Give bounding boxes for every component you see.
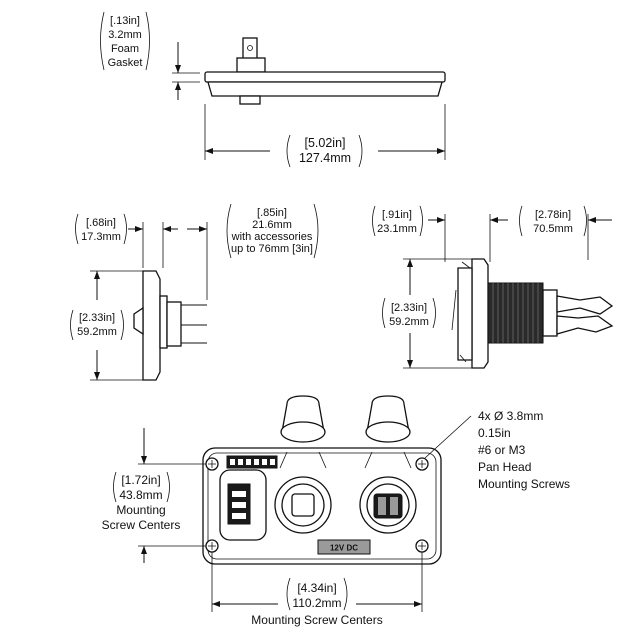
rear-wire-1 — [556, 295, 614, 315]
sh-paren-l — [70, 309, 74, 341]
depth-paren-l — [75, 213, 79, 245]
width-mm: 127.4mm — [299, 151, 351, 165]
voltmeter-digit-1 — [232, 491, 246, 497]
paren-left — [100, 11, 105, 71]
voltmeter-strip-marks — [230, 459, 275, 465]
gasket-name1: Foam — [111, 43, 139, 55]
voltmeter-digit-3 — [232, 513, 246, 519]
vd-paren-r — [166, 471, 170, 503]
fl-mm: 23.1mm — [377, 223, 417, 235]
screw-l2: 0.15in — [478, 426, 511, 440]
socket-contact — [291, 493, 315, 517]
top-view: [.13in] 3.2mm Foam Gasket [5.02in] 127.4… — [100, 11, 446, 168]
acc-paren-l — [226, 203, 232, 259]
acc-note2: up to 76mm [3in] — [231, 243, 313, 255]
sh-paren-r — [120, 309, 124, 341]
fl-in: [.91in] — [382, 209, 412, 221]
hd-paren-l — [286, 577, 291, 611]
acc-note1: with accessories — [231, 231, 313, 243]
fl-paren-r — [419, 205, 423, 237]
usb-port-2 — [390, 497, 398, 515]
terminal-base — [236, 57, 266, 73]
acc-mm: 21.6mm — [252, 219, 292, 231]
socket-cap-rim — [280, 421, 326, 443]
rear-cap-lines — [451, 261, 471, 363]
rear-nut — [542, 289, 558, 337]
hd-label: Mounting Screw Centers — [251, 613, 382, 627]
socket-hinge — [279, 451, 327, 469]
rh-in: [2.33in] — [391, 302, 427, 314]
sh-mm: 59.2mm — [77, 326, 117, 338]
vd-mm: 43.8mm — [119, 488, 162, 502]
terminal-tab — [242, 37, 258, 61]
top-stud — [239, 95, 261, 105]
screw-l3: #6 or M3 — [478, 443, 526, 457]
vd-l1: Mounting — [116, 503, 165, 517]
depth-mm: 17.3mm — [81, 231, 121, 243]
usb-cap-rim — [365, 421, 411, 443]
top-gasket — [207, 81, 443, 97]
side-body — [166, 301, 182, 347]
usb-hinge — [364, 451, 412, 469]
gasket-name2: Gasket — [108, 57, 143, 69]
screw-br — [415, 539, 429, 553]
side-plate — [142, 270, 161, 381]
screw-tr — [415, 457, 429, 471]
width-paren-r — [358, 134, 363, 168]
usb-port-1 — [378, 497, 386, 515]
rear-barrel — [487, 282, 544, 344]
vd-in: [1.72in] — [121, 473, 160, 487]
rear-wire-2 — [556, 315, 614, 335]
hd-mm: 110.2mm — [292, 596, 341, 610]
terminal-hole — [247, 45, 253, 51]
voltmeter-digit-2 — [232, 502, 246, 508]
rh-paren-r — [432, 297, 436, 329]
rear-plate — [471, 258, 489, 369]
hd-paren-r — [343, 577, 348, 611]
vd-paren-l — [113, 471, 117, 503]
body-paren-r — [583, 205, 587, 237]
screw-tl — [205, 457, 219, 471]
rh-mm: 59.2mm — [389, 316, 429, 328]
paren-right — [145, 11, 150, 71]
vd-l2: Screw Centers — [102, 518, 181, 532]
side-gasket — [159, 295, 168, 349]
body-in: [2.78in] — [535, 209, 571, 221]
hd-in: [4.34in] — [297, 581, 336, 595]
rear-view: [.91in] 23.1mm [2.78in] 70.5mm — [372, 205, 614, 369]
acc-in: [.85in] — [257, 207, 287, 219]
gasket-mm: 3.2mm — [108, 29, 142, 41]
side-view: [.68in] 17.3mm [.85in] 21.6mm with acces… — [70, 203, 319, 381]
depth-paren-r — [123, 213, 127, 245]
screw-l5: Mounting Screws — [478, 477, 570, 491]
screw-l4: Pan Head — [478, 460, 531, 474]
screw-bl — [205, 539, 219, 553]
sh-in: [2.33in] — [79, 312, 115, 324]
rh-paren-l — [382, 297, 386, 329]
width-in: [5.02in] — [304, 136, 345, 150]
front-plate-inner — [207, 452, 437, 560]
gasket-in: [.13in] — [110, 15, 140, 27]
screw-l1: 4x Ø 3.8mm — [478, 409, 543, 423]
fl-paren-l — [372, 205, 376, 237]
front-view: 12V DC 4x Ø 3.8mm 0.15in #6 or M3 Pan He… — [102, 395, 570, 627]
rear-thread — [492, 283, 539, 343]
plate-label-box — [317, 539, 371, 555]
body-mm: 70.5mm — [533, 223, 573, 235]
rear-cap — [457, 267, 473, 361]
side-switch — [133, 306, 144, 336]
body-paren-l — [519, 205, 523, 237]
screw-leader — [424, 415, 472, 459]
plate-label: 12V DC — [330, 544, 358, 553]
top-plate — [204, 71, 446, 83]
acc-paren-r — [313, 203, 319, 259]
depth-in: [.68in] — [86, 217, 116, 229]
width-paren-l — [286, 134, 291, 168]
